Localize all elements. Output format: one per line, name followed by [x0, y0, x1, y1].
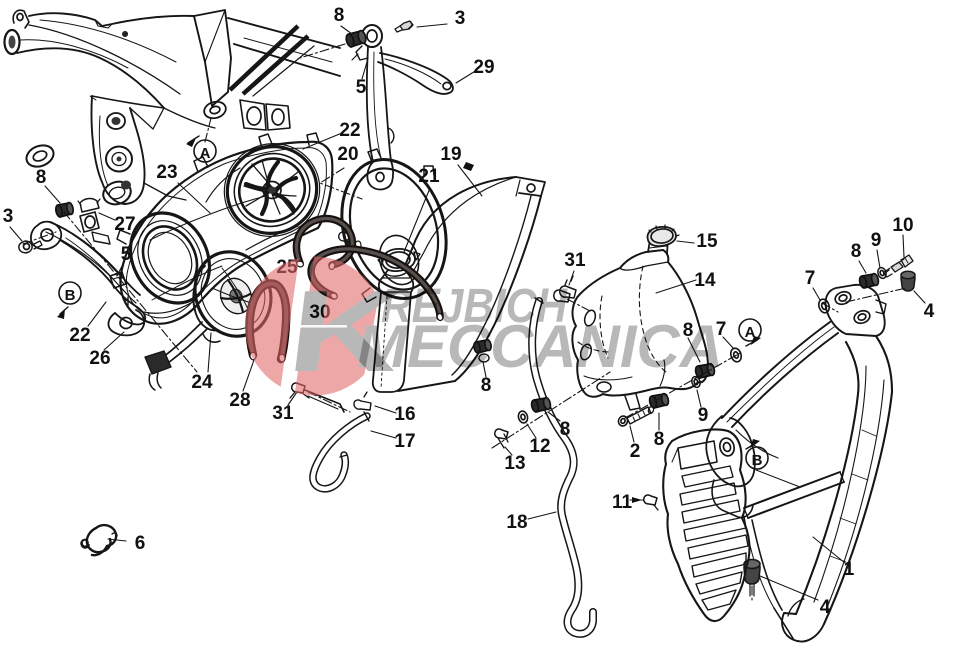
svg-text:29: 29 [473, 57, 494, 78]
svg-text:B: B [65, 287, 76, 304]
svg-text:7: 7 [805, 268, 816, 289]
svg-text:22: 22 [339, 120, 360, 141]
svg-text:8: 8 [334, 5, 345, 26]
svg-text:11: 11 [612, 492, 633, 513]
svg-text:A: A [200, 145, 211, 162]
svg-text:5: 5 [356, 77, 367, 98]
svg-text:8: 8 [654, 429, 665, 450]
svg-text:8: 8 [481, 375, 492, 396]
svg-text:24: 24 [191, 372, 213, 393]
svg-text:8: 8 [851, 241, 862, 262]
svg-text:8: 8 [683, 320, 694, 341]
svg-text:3: 3 [3, 206, 14, 227]
svg-text:3: 3 [455, 8, 466, 29]
svg-text:5: 5 [121, 244, 132, 265]
svg-text:21: 21 [418, 166, 440, 187]
svg-text:10: 10 [892, 215, 913, 236]
svg-text:12: 12 [529, 436, 550, 457]
svg-text:4: 4 [820, 597, 831, 618]
svg-text:B: B [752, 452, 763, 469]
svg-text:28: 28 [229, 390, 250, 411]
svg-text:27: 27 [114, 214, 135, 235]
svg-text:20: 20 [337, 144, 358, 165]
svg-text:K: K [282, 266, 408, 395]
svg-text:13: 13 [504, 453, 525, 474]
svg-text:7: 7 [716, 319, 727, 340]
svg-text:A: A [745, 324, 756, 341]
svg-text:8: 8 [560, 419, 571, 440]
svg-text:8: 8 [36, 167, 47, 188]
svg-text:MECCANICA: MECCANICA [357, 313, 723, 380]
svg-text:31: 31 [272, 403, 294, 424]
svg-text:15: 15 [696, 231, 718, 252]
svg-text:17: 17 [394, 431, 415, 452]
svg-text:REJBICH: REJBICH [381, 280, 568, 333]
svg-text:16: 16 [394, 404, 415, 425]
svg-text:1: 1 [844, 559, 855, 580]
svg-text:22: 22 [69, 325, 90, 346]
svg-text:18: 18 [506, 512, 527, 533]
svg-text:6: 6 [135, 533, 146, 554]
svg-text:9: 9 [698, 405, 709, 426]
svg-text:26: 26 [89, 348, 110, 369]
svg-text:23: 23 [156, 162, 177, 183]
svg-text:14: 14 [694, 270, 716, 291]
svg-text:9: 9 [871, 230, 882, 251]
svg-text:2: 2 [630, 441, 641, 462]
svg-text:19: 19 [440, 144, 461, 165]
svg-text:4: 4 [924, 301, 935, 322]
svg-text:31: 31 [564, 250, 586, 271]
